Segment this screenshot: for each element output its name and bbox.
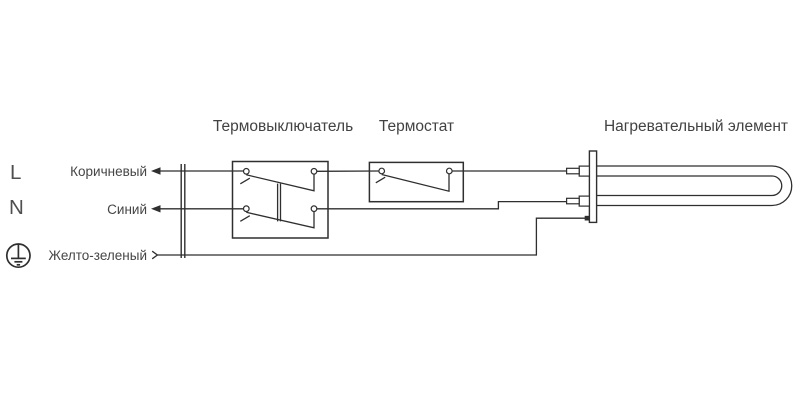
terminal-circle <box>242 205 250 213</box>
earth-terminal-icon <box>5 243 31 269</box>
thermal-switch-blade-top <box>246 174 315 192</box>
blue-wire <box>158 200 567 210</box>
blue-wire-arrow-icon <box>151 205 161 213</box>
heating-element-symbol <box>565 150 793 224</box>
heating-element-flange <box>588 150 598 224</box>
thermal-switch-symbol <box>231 160 329 239</box>
neutral-terminal-label: N <box>9 196 24 219</box>
terminal-circle <box>242 167 250 175</box>
heating-element-pin-top <box>565 165 591 177</box>
thermostat-tick <box>375 176 386 184</box>
line-terminal-label: L <box>10 161 22 184</box>
thermal-switch-title: Термовыключатель <box>212 118 354 135</box>
terminal-circle <box>445 167 453 175</box>
thermal-switch-coupling <box>276 183 282 222</box>
thermostat-symbol <box>368 161 465 203</box>
terminal-circle <box>310 167 318 175</box>
earth-wire <box>157 215 590 256</box>
heating-tube-outer <box>596 165 793 207</box>
thermal-switch-blade-bottom <box>246 211 315 229</box>
earth-wire-label: Желто-зеленый <box>48 248 147 263</box>
thermal-switch-tick-bottom <box>239 215 251 222</box>
thermostat-blade <box>381 173 450 193</box>
heating-element-pin-bottom <box>565 195 591 207</box>
terminal-circle <box>310 205 318 213</box>
earth-wire-chevron-icon <box>151 250 159 260</box>
brown-wire-label: Коричневый <box>70 164 147 179</box>
thermal-switch-box <box>231 160 329 239</box>
earth-junction-dot <box>584 215 590 221</box>
thermostat-title: Термостат <box>378 118 455 135</box>
thermal-switch-tick-top <box>239 177 251 185</box>
heating-tube-inner <box>596 175 783 197</box>
heating-element-title: Нагревательный элемент <box>603 118 789 135</box>
blue-wire-label: Синий <box>107 202 147 217</box>
thermostat-box <box>368 161 465 203</box>
connector-symbol <box>180 164 186 258</box>
brown-wire-arrow-icon <box>151 167 161 175</box>
terminal-circle <box>378 167 386 175</box>
